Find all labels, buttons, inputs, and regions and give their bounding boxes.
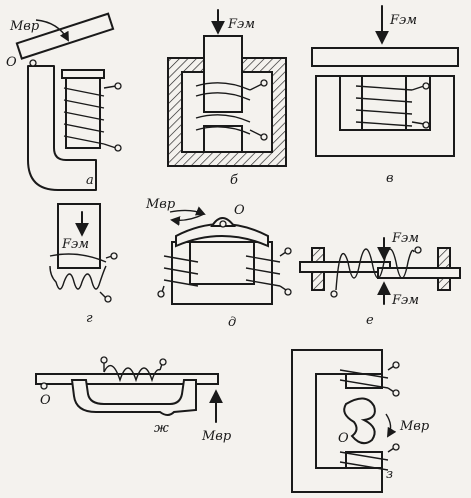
- core-d: [171, 241, 273, 305]
- force-label-e-top: Fэм: [391, 231, 419, 246]
- coil-d-left: [163, 255, 199, 287]
- sub-label-b: б: [230, 173, 238, 188]
- coil-v: [355, 85, 413, 127]
- panel-e: Fэм Fэм е: [299, 231, 461, 328]
- coil-z-bottom: [339, 451, 389, 471]
- panel-v: Fэм в: [311, 5, 459, 186]
- core-zh: [70, 379, 197, 416]
- rotor-d: [175, 223, 269, 248]
- torque-label-zh: Mвр: [201, 429, 232, 444]
- coil-zh: [103, 364, 161, 383]
- force-label-e-bottom: Fэм: [391, 293, 419, 308]
- plunger-b: [203, 35, 243, 113]
- pivot-label-d: O: [234, 203, 245, 218]
- sub-label-z: з: [386, 467, 393, 482]
- pivot-label-zh: O: [40, 393, 51, 408]
- force-label-v: Fэм: [389, 13, 417, 28]
- coil-d-right: [245, 255, 281, 287]
- pivot-zh: [40, 382, 48, 390]
- torque-label-d: Mвр: [145, 197, 176, 212]
- rod-e-left: [299, 261, 391, 273]
- sub-label-e: е: [366, 313, 374, 328]
- pivot-d: [219, 220, 227, 228]
- rod-e-right: [377, 267, 461, 279]
- panel-d: Mвр O д: [145, 197, 292, 330]
- stop-b: [203, 125, 243, 153]
- force-label-b: Fэм: [227, 17, 255, 32]
- sub-label-v: в: [386, 171, 394, 186]
- panel-b: Fэм б: [167, 9, 287, 188]
- plunger-g: [57, 203, 101, 269]
- sub-label-a: а: [86, 173, 94, 188]
- coil-e: [335, 248, 415, 291]
- panel-g: Fэм г: [49, 203, 118, 326]
- coil-b: [195, 82, 251, 135]
- coil-a: [63, 87, 105, 145]
- pole-v: [361, 75, 407, 131]
- pivot-label-a: O: [6, 55, 17, 70]
- torque-label-z: Mвр: [399, 419, 430, 434]
- panel-z: Mвр O з: [291, 349, 430, 493]
- panel-zh: Mвр O ж: [35, 356, 232, 444]
- force-label-g: Fэм: [61, 237, 89, 252]
- rotor-z: [343, 397, 376, 445]
- armature-v: [311, 47, 459, 67]
- coil-z-top: [339, 369, 389, 389]
- sub-label-d: д: [228, 315, 236, 330]
- core-a: [27, 65, 97, 191]
- pole-a: [65, 69, 101, 149]
- pivot-a: [29, 59, 37, 67]
- armature-zh: [35, 373, 219, 385]
- panel-a: Mвр O а: [6, 12, 122, 191]
- coil-g: [49, 253, 107, 290]
- sub-label-zh: ж: [154, 421, 169, 436]
- yoke-z: [291, 349, 383, 493]
- torque-label-a: Mвр: [9, 19, 40, 34]
- pivot-label-z: O: [338, 431, 349, 446]
- sub-label-g: г: [86, 311, 93, 326]
